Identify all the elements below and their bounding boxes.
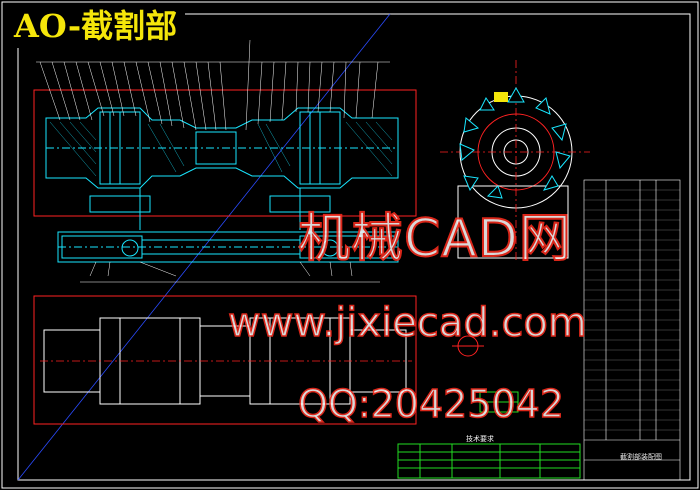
drawing-title: AO-截割部: [6, 4, 186, 48]
frame-section-view: [57, 231, 399, 283]
watermark-qq: QQ:20425042: [297, 381, 565, 427]
titleblock-name: 截割部装配图: [620, 453, 662, 461]
main-section-view: [33, 39, 417, 230]
parts-list-rows: [584, 189, 680, 431]
drum-plan-view: [33, 295, 417, 425]
watermark-brand: 机械CAD网: [297, 208, 572, 270]
notes-table: [397, 443, 581, 479]
watermark-url: www.jixiecad.com: [227, 299, 587, 347]
drum-end-view: [440, 60, 590, 413]
notes-title: 技术要求: [466, 435, 494, 443]
